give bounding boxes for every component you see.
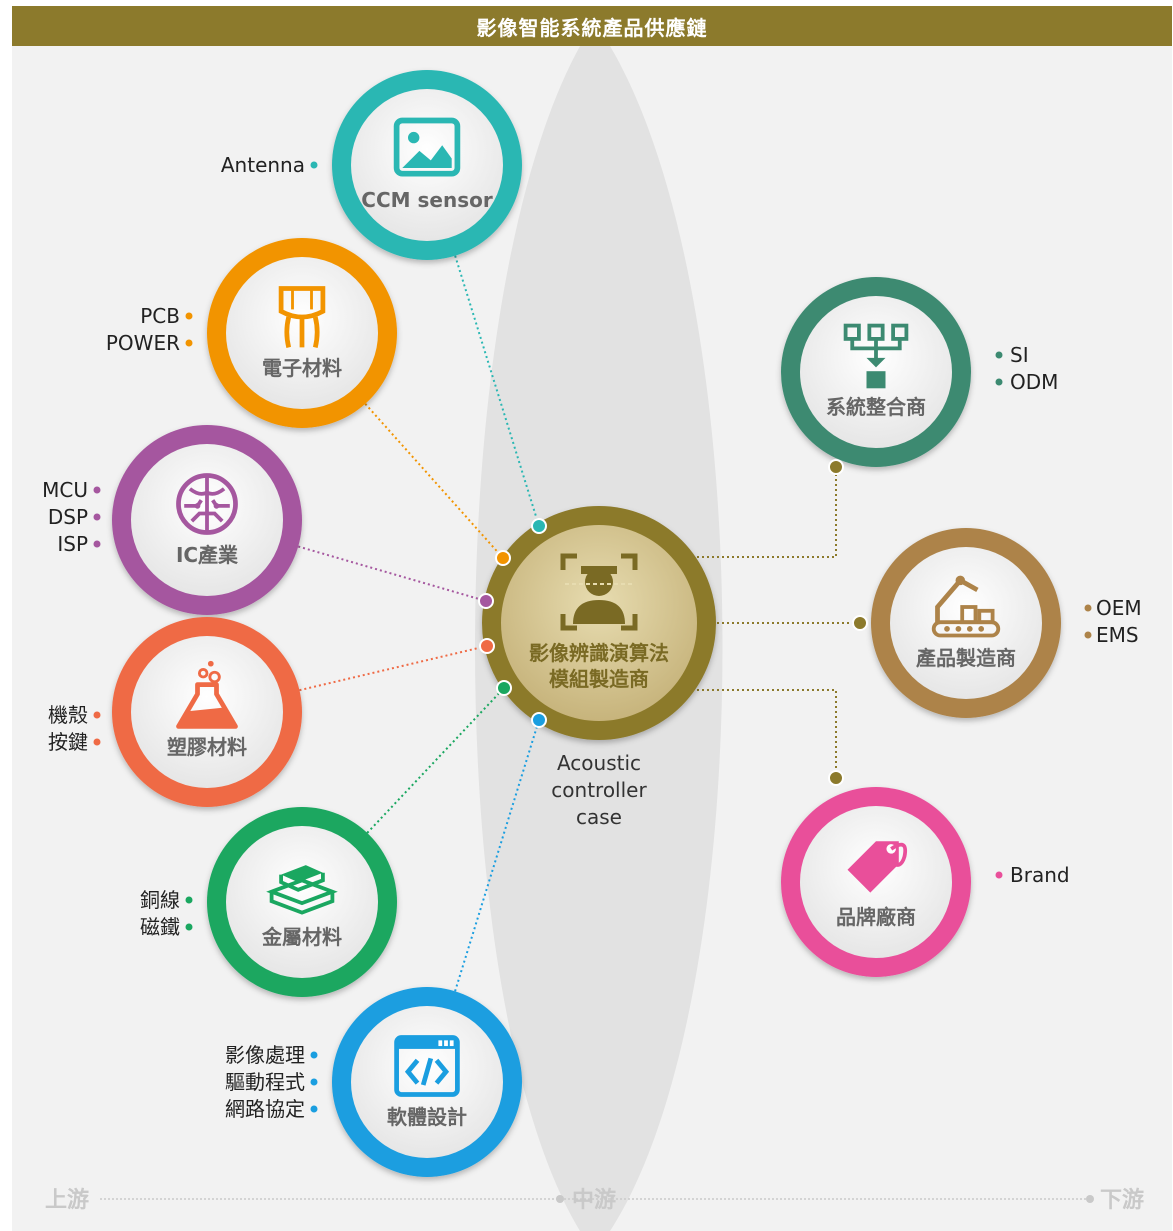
connector-dot xyxy=(852,615,868,631)
chip-brain-icon xyxy=(179,476,236,533)
bullet-dot xyxy=(93,711,101,719)
node-label: 軟體設計 xyxy=(387,1105,467,1129)
connector-line xyxy=(366,687,505,834)
node-item: EMS xyxy=(1096,623,1139,647)
node-item: Antenna xyxy=(221,153,305,177)
flow-axis: 上游 中游 下游 xyxy=(45,1187,1144,1213)
bullet-dot xyxy=(995,871,1003,879)
node-item: 驅動程式 xyxy=(225,1070,305,1094)
bullet-dot xyxy=(185,923,193,931)
connector-dot xyxy=(531,518,547,534)
node-item: ODM xyxy=(1010,370,1058,394)
node-ccm: CCM sensor Antenna xyxy=(221,70,522,260)
node-label: 電子材料 xyxy=(262,356,342,380)
connector-dot xyxy=(478,593,494,609)
node-electronic: 電子材料 PCB POWER xyxy=(106,238,397,428)
center-sub-line: controller xyxy=(551,778,647,802)
node-label: 系統整合商 xyxy=(826,395,926,419)
bullet-dot xyxy=(185,312,193,320)
node-item: DSP xyxy=(48,505,88,529)
bullet-dot xyxy=(185,896,193,904)
bullet-dot xyxy=(93,540,101,548)
axis-midstream-label: 中游 xyxy=(572,1187,616,1213)
node-label: 產品製造商 xyxy=(916,646,1016,670)
node-item: ISP xyxy=(57,532,88,556)
node-manufacturer: 產品製造商 OEM EMS xyxy=(871,528,1142,718)
connector-dot xyxy=(496,680,512,696)
connector-dot xyxy=(479,638,495,654)
connector-line xyxy=(297,545,487,602)
bullet-dot xyxy=(93,738,101,746)
connector-line xyxy=(697,689,837,778)
connector-ports xyxy=(478,459,868,786)
node-label: 品牌廠商 xyxy=(836,905,916,929)
bullet-dot xyxy=(1084,604,1092,612)
connector-line xyxy=(697,467,837,558)
bullet-dot xyxy=(93,513,101,521)
bullet-dot xyxy=(310,1051,318,1059)
axis-upstream-label: 上游 xyxy=(45,1187,89,1213)
center-title-line1: 影像辨識演算法 xyxy=(529,641,669,665)
nodes: CCM sensorAntenna電子材料PCBPOWERIC產業MCUDSPI… xyxy=(42,70,1142,1177)
bullet-dot xyxy=(310,1078,318,1086)
connector-dot xyxy=(531,712,547,728)
connector-line xyxy=(299,645,488,692)
bullet-dot xyxy=(1084,631,1092,639)
bullet-dot xyxy=(185,339,193,347)
bullet-dot xyxy=(93,486,101,494)
center-title-line2: 模組製造商 xyxy=(549,667,649,691)
connector-line xyxy=(454,719,540,992)
connector-dot xyxy=(828,459,844,475)
node-item: 機殼 xyxy=(48,703,88,727)
node-item: Brand xyxy=(1010,863,1070,887)
bullet-dot xyxy=(310,161,318,169)
center-subtitle: Acoustic controller case xyxy=(551,751,647,829)
node-si: 系統整合商 SI ODM xyxy=(781,277,1058,467)
center-sub-line: Acoustic xyxy=(557,751,641,775)
node-label: IC產業 xyxy=(176,543,239,567)
node-label: 金屬材料 xyxy=(261,925,342,949)
node-item: MCU xyxy=(42,478,88,502)
axis-downstream-label: 下游 xyxy=(1100,1187,1144,1213)
center-node: 影像辨識演算法 模組製造商 xyxy=(482,506,716,740)
bullet-dot xyxy=(995,351,1003,359)
node-item: 網路協定 xyxy=(225,1097,305,1121)
node-brand: 品牌廠商 Brand xyxy=(781,787,1070,977)
node-item: 影像處理 xyxy=(225,1043,305,1067)
node-item: 銅線 xyxy=(140,888,180,912)
connector-dot xyxy=(828,770,844,786)
connectors xyxy=(297,255,860,992)
node-label: 塑膠材料 xyxy=(167,735,247,759)
node-item: SI xyxy=(1010,343,1029,367)
connector-dot xyxy=(495,550,511,566)
node-item: OEM xyxy=(1096,596,1142,620)
node-item: PCB xyxy=(140,304,180,328)
node-item: POWER xyxy=(106,331,180,355)
node-item: 磁鐵 xyxy=(140,915,180,939)
node-label: CCM sensor xyxy=(361,188,493,212)
bullet-dot xyxy=(995,378,1003,386)
center-sub-line: case xyxy=(576,805,622,829)
node-item: 按鍵 xyxy=(48,730,88,754)
page-title: 影像智能系統產品供應鏈 xyxy=(12,6,1172,46)
bullet-dot xyxy=(310,1105,318,1113)
connector-line xyxy=(454,255,540,527)
node-face xyxy=(351,1006,503,1158)
node-ic: IC產業 MCU DSP ISP xyxy=(42,425,302,615)
